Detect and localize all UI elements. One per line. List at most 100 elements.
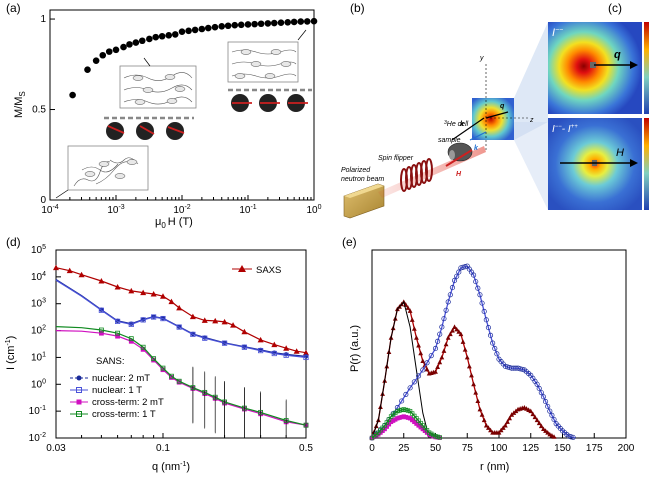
d-cross-marker <box>151 356 157 362</box>
e-cross-marker <box>437 435 442 440</box>
e-nuclear-marker <box>568 434 574 440</box>
e-saxs-marker <box>437 359 443 365</box>
a-ytick-label: 0 <box>40 195 46 206</box>
a-ytick-label: 0.5 <box>32 105 46 116</box>
a-data-point <box>69 91 76 99</box>
a-xtick-label: 10-2 <box>173 204 190 216</box>
e-saxs-marker <box>545 430 551 435</box>
a-data-point <box>158 32 166 40</box>
d-series-line <box>55 326 307 426</box>
a-data-point <box>132 39 140 46</box>
e-nuclear-marker <box>551 416 557 423</box>
e-saxs-marker <box>534 417 540 423</box>
a-data-point <box>204 24 212 32</box>
d-series-line <box>55 267 307 354</box>
d-ytick-label: 103 <box>31 298 46 310</box>
e-nuclear-marker <box>471 272 477 278</box>
e-nuclear-marker <box>543 399 549 405</box>
e-nuclear-marker <box>428 353 434 359</box>
d-saxs-marker <box>78 271 85 278</box>
e-nuclear-marker <box>549 412 555 418</box>
legend-nuclear-2mt: nuclear: 2 mT <box>70 373 150 384</box>
d-cross-marker <box>222 399 227 405</box>
d-cross-marker <box>140 344 146 350</box>
k-prime-label: k <box>474 145 479 152</box>
e-saxs-marker <box>456 329 462 334</box>
a-data-point <box>211 23 219 31</box>
e-nuclear-marker <box>432 345 439 352</box>
q-label: q <box>500 103 505 110</box>
e-saxs-marker <box>458 331 464 337</box>
d-saxs-marker <box>241 328 248 335</box>
e-saxs-marker <box>454 326 460 332</box>
e-nuclear-marker <box>481 308 487 315</box>
e-nuclear-marker <box>416 373 422 379</box>
d-cross-marker <box>169 373 174 379</box>
d-nuclear-1t-marker <box>258 347 264 354</box>
e-nuclear-marker <box>490 340 496 346</box>
panel-e-xlabel: r (nm) <box>480 461 509 473</box>
e-saxs-marker <box>409 317 415 322</box>
inset-arrow-1 <box>55 189 69 199</box>
e-nuclear-marker <box>492 345 498 352</box>
inset-chains-zero-field <box>67 145 149 191</box>
e-series-line <box>371 300 430 439</box>
d-cross-marker <box>202 389 208 395</box>
d-series-line <box>55 278 307 357</box>
a-data-point <box>290 18 298 26</box>
legend-nuclear-1t: nuclear: 1 T <box>70 385 142 396</box>
e-nuclear-marker <box>540 394 547 400</box>
e-nuclear-marker <box>443 307 449 313</box>
svg-text:cross-term: 1 T: cross-term: 1 T <box>92 409 156 420</box>
panel-d-label: (d) <box>6 235 21 249</box>
e-saxs-marker <box>441 348 447 353</box>
e-saxs-marker <box>477 406 483 412</box>
panel-e-series <box>369 263 576 441</box>
k-label: k <box>460 121 465 128</box>
d-cross-marker <box>160 365 166 371</box>
q-vector <box>485 111 509 119</box>
panel-e-label: (e) <box>342 235 357 249</box>
d-ytick-label: 105 <box>31 244 46 256</box>
e-nuclear-marker <box>399 398 405 404</box>
e-xtick-label: 75 <box>462 443 474 454</box>
a-data-point <box>303 18 311 25</box>
a-data-point <box>152 33 160 41</box>
e-nuclear-marker <box>547 408 553 414</box>
detector-small <box>472 98 514 140</box>
d-ytick-label: 102 <box>31 325 46 337</box>
e-saxs-marker <box>486 425 491 430</box>
a-data-point <box>198 25 206 33</box>
e-saxs-marker <box>466 363 472 369</box>
e-saxs-marker <box>475 398 481 403</box>
e-xtick-label: 150 <box>554 443 571 454</box>
e-saxs-marker <box>532 414 538 420</box>
e-nuclear-marker <box>437 331 443 337</box>
a-data-point <box>284 19 292 26</box>
e-nuclear-marker <box>456 269 462 275</box>
beamstop-top <box>590 62 596 68</box>
e-saxs-marker <box>445 335 451 340</box>
legend-saxs: SAXS <box>232 265 281 276</box>
d-saxs-marker <box>66 267 73 274</box>
e-saxs-marker <box>536 420 542 426</box>
e-saxs-marker <box>498 427 504 433</box>
d-cross-marker <box>176 378 182 384</box>
inset-arrow-3 <box>297 29 307 41</box>
e-saxs-marker <box>502 422 508 428</box>
q-top-label: q <box>614 49 621 61</box>
intensity-diff-label: I−−- I++ <box>552 124 578 135</box>
h-label: H <box>456 171 462 178</box>
a-xtick-label: 100 <box>306 204 321 216</box>
d-cross-marker <box>128 336 134 342</box>
e-saxs-marker <box>473 390 479 395</box>
d-xtick-label: 0.1 <box>156 443 170 454</box>
e-nuclear-marker <box>445 299 451 305</box>
d-nuclear-2mt-marker <box>129 321 134 326</box>
e-nuclear-marker <box>435 338 441 344</box>
e-saxs-marker <box>462 347 468 352</box>
panel-a-ylabel: M/MS <box>13 91 27 118</box>
